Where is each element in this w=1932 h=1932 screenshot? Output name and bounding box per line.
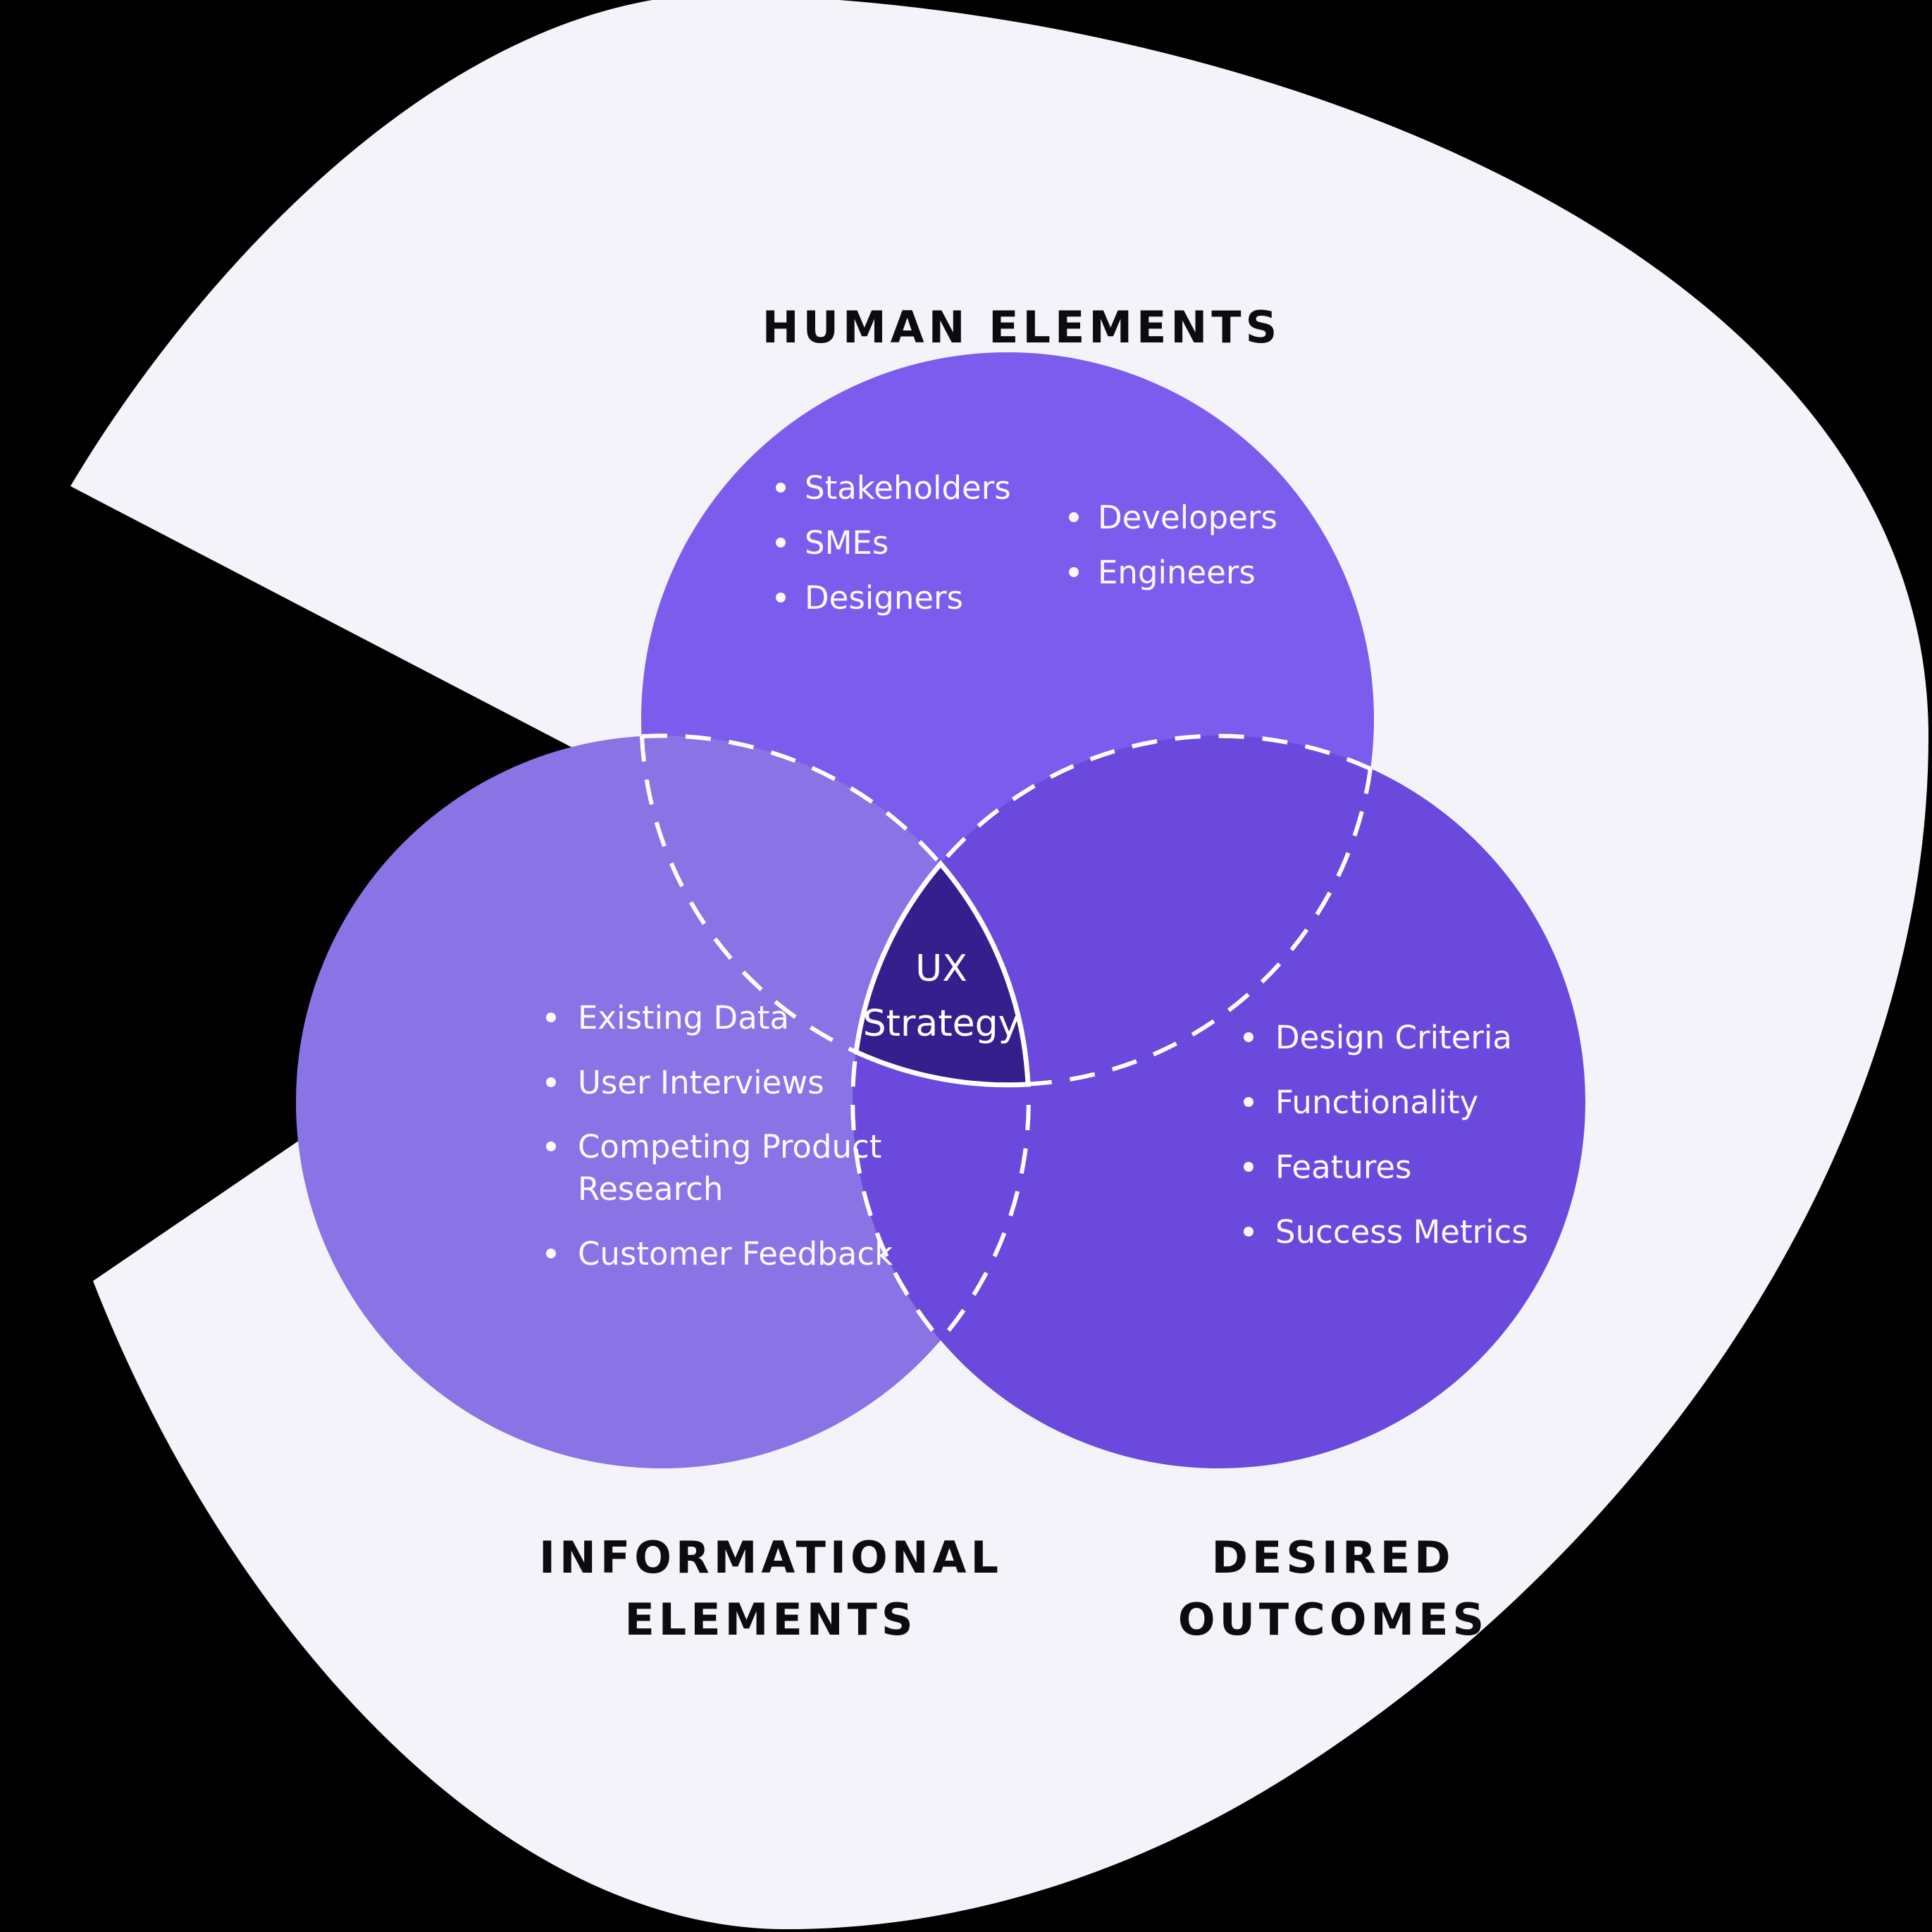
- ux-strategy-triangle: [853, 860, 1031, 1088]
- informational-item-competing-product-line2: Research: [578, 1170, 723, 1208]
- informational-item-existing-data: Existing Data: [578, 999, 789, 1036]
- bullet-dot: [1069, 512, 1079, 522]
- bullet-dot: [546, 1077, 556, 1087]
- bullet-dot: [1069, 567, 1079, 577]
- informational-elements-circle: [296, 736, 1029, 1468]
- center-label-line2: Strategy: [863, 1003, 1020, 1045]
- bullet-dot: [546, 1249, 556, 1258]
- human-item-smes: SMEs: [805, 524, 888, 562]
- desired-outcomes-circle: [853, 736, 1585, 1468]
- desired-item-features: Features: [1275, 1148, 1412, 1186]
- human-item-developers: Developers: [1098, 499, 1277, 536]
- human-item-stakeholders: Stakeholders: [805, 469, 1011, 507]
- desired-item-functionality: Functionality: [1275, 1084, 1478, 1121]
- bullet-dot: [776, 483, 786, 493]
- bullet-dot: [1244, 1162, 1253, 1172]
- human-item-engineers: Engineers: [1098, 554, 1256, 591]
- bullet-dot: [546, 1013, 556, 1022]
- center-label-line1: UX: [915, 948, 967, 990]
- informational-elements-title-line1: INFORMATIONAL: [539, 1532, 1003, 1583]
- bullet-dot: [776, 593, 786, 602]
- bullet-dot: [1244, 1032, 1253, 1042]
- bullet-dot: [776, 538, 786, 547]
- informational-item-user-interviews: User Interviews: [578, 1064, 824, 1101]
- desired-outcomes-title-line1: DESIRED: [1211, 1532, 1454, 1583]
- desired-item-success-metrics: Success Metrics: [1275, 1213, 1528, 1251]
- bullet-dot: [546, 1141, 556, 1151]
- desired-outcomes-title-line2: OUTCOMES: [1178, 1594, 1488, 1645]
- dashed-arc-informational-inside-desired: [939, 862, 1031, 1342]
- human-item-designers: Designers: [805, 579, 963, 617]
- human-elements-title: HUMAN ELEMENTS: [762, 302, 1281, 353]
- informational-item-competing-product-line1: Competing Product: [578, 1128, 881, 1165]
- desired-item-design-criteria: Design Criteria: [1275, 1019, 1512, 1056]
- bullet-dot: [1244, 1227, 1253, 1237]
- informational-item-customer-feedback: Customer Feedback: [578, 1235, 893, 1272]
- dashed-arc-desired-inside-informational: [850, 862, 943, 1342]
- informational-elements-title-line2: ELEMENTS: [624, 1594, 917, 1645]
- bullet-dot: [1244, 1097, 1253, 1107]
